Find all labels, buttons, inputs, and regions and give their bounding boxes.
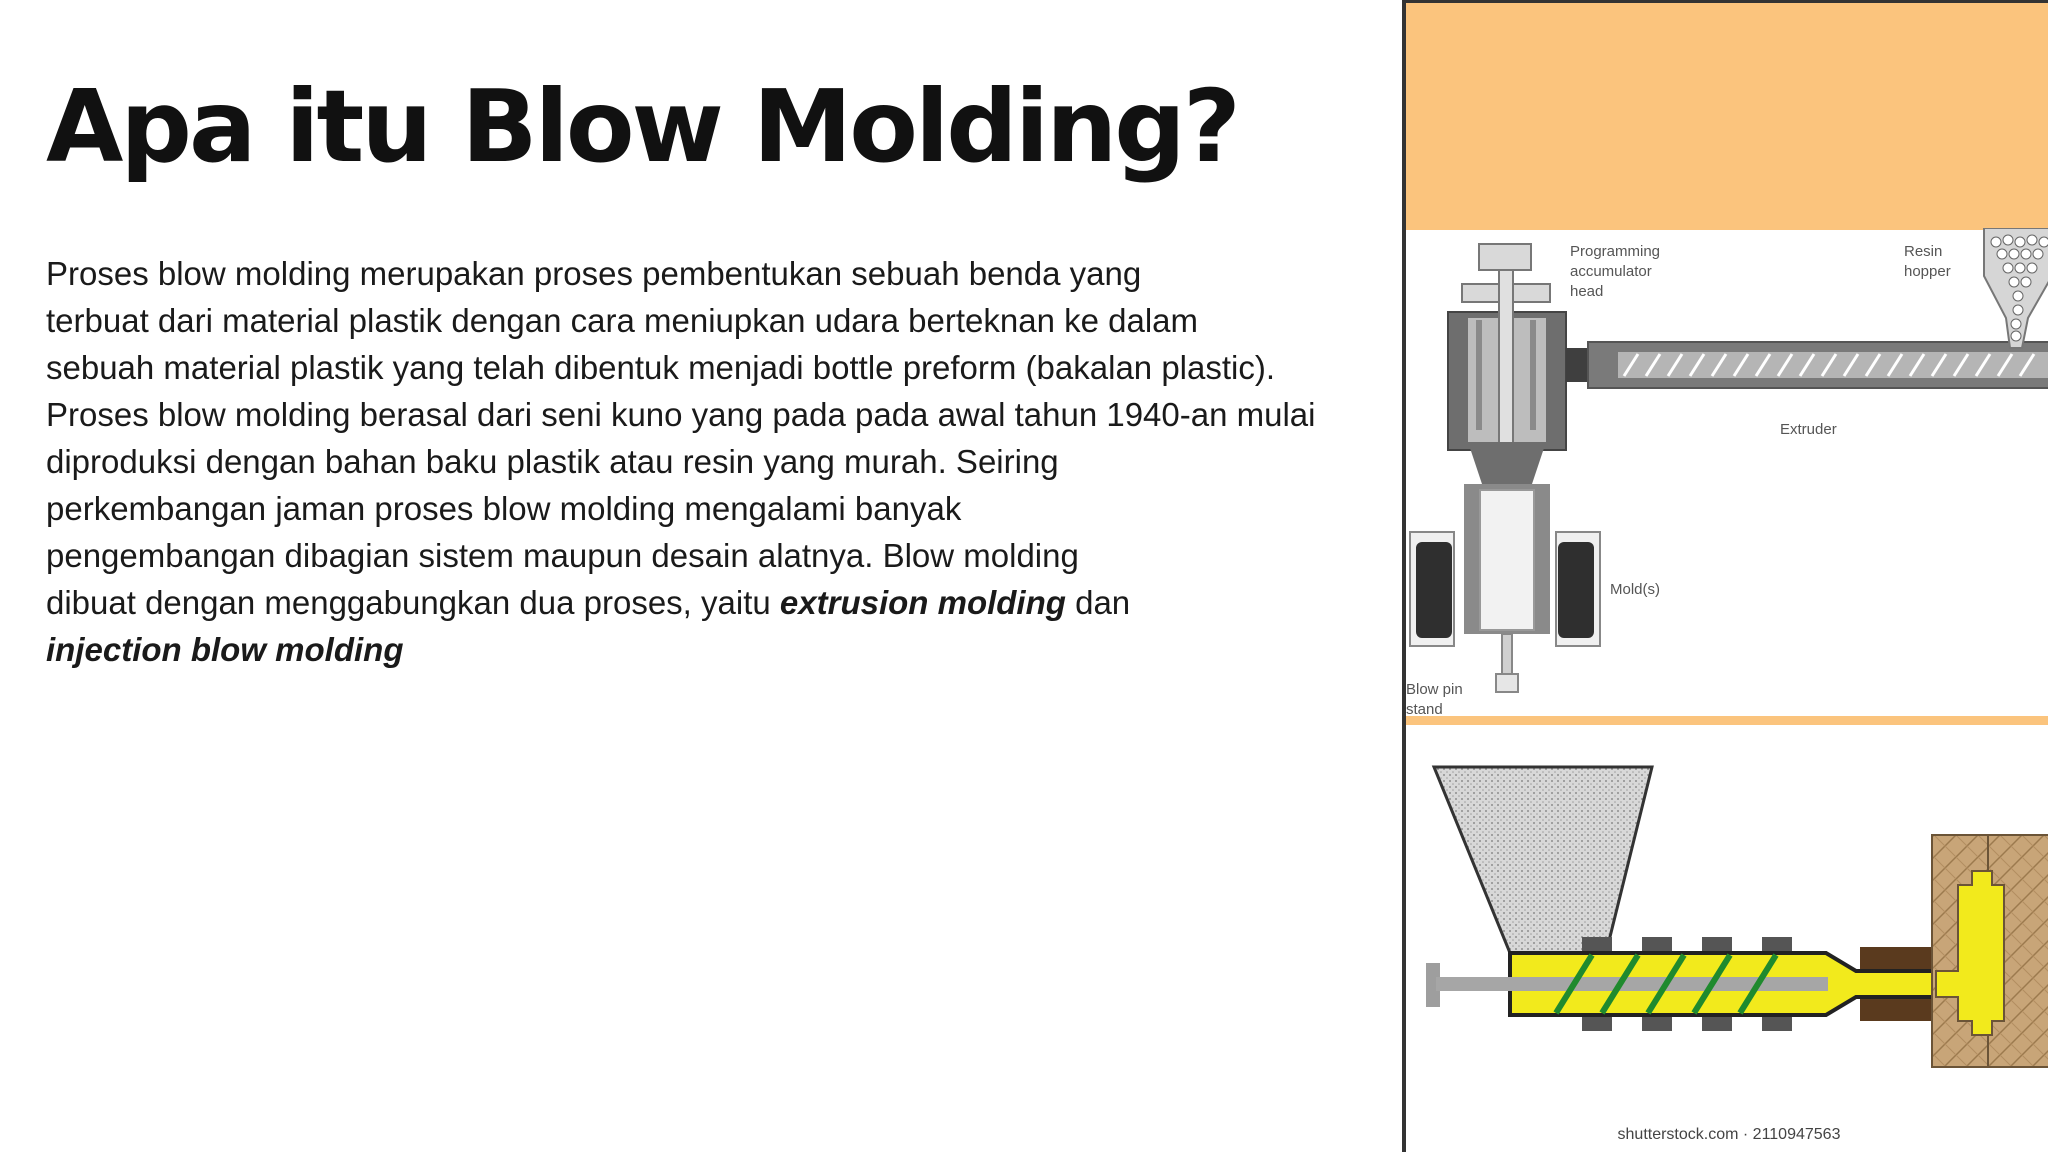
body-line-text: dan (1065, 584, 1131, 621)
body-paragraph: Proses blow molding merupakan proses pem… (46, 250, 1396, 673)
body-line-text: dibuat dengan menggabungkan dua proses, … (46, 584, 780, 621)
body-line: pengembangan dibagian sistem maupun desa… (46, 537, 1079, 574)
body-line: sebuah material plastik yang telah diben… (46, 349, 1276, 386)
body-line: terbuat dari material plastik dengan car… (46, 302, 1199, 339)
label-accumulator: accumulator (1570, 263, 1652, 280)
orange-header-block (1406, 0, 2048, 230)
body-line: Proses blow molding berasal dari seni ku… (46, 396, 1316, 433)
body-line: Proses blow molding merupakan proses pem… (46, 255, 1142, 292)
label-stand: stand (1406, 701, 1443, 718)
slide-title: Apa itu Blow Molding? (46, 68, 1241, 185)
body-line: dibuat dengan menggabungkan dua proses, … (46, 579, 1396, 626)
label-molds: Mold(s) (1610, 581, 1660, 598)
body-line: diproduksi dengan bahan baku plastik ata… (46, 443, 1059, 480)
extrusion-blow-molding-diagram: Programming accumulator head Resin hoppe… (1406, 228, 2048, 718)
body-line: injection blow molding (46, 626, 1396, 673)
body-line: perkembangan jaman proses blow molding m… (46, 490, 962, 527)
label-blow-pin: Blow pin (1406, 681, 1463, 698)
image-panel: Programming accumulator head Resin hoppe… (1402, 0, 2048, 1152)
label-extruder: Extruder (1780, 421, 1837, 438)
orange-divider (1406, 716, 2048, 725)
term-injection-blow-molding: injection blow molding (46, 631, 404, 668)
injection-molding-diagram (1426, 765, 2048, 1068)
label-hopper: hopper (1904, 263, 1951, 280)
watermark: shutterstock.com · 2110947563 (1617, 1126, 1841, 1143)
label-programming: Programming (1570, 243, 1660, 260)
label-head: head (1570, 283, 1603, 300)
label-resin: Resin (1904, 243, 1942, 260)
term-extrusion-molding: extrusion molding (779, 584, 1066, 621)
